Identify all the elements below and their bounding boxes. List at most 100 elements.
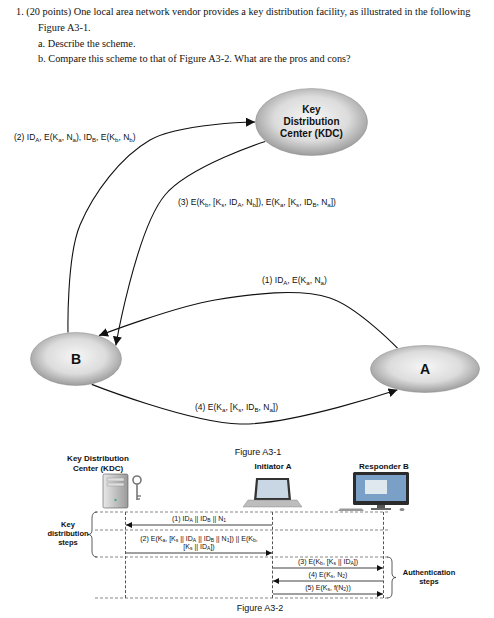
message-label: (1) IDA, E(Ka, Na) [262,275,327,285]
label-part: s [221,201,224,208]
label-part: K [315,558,320,565]
label-part: ID [229,197,238,207]
label-part: E [191,197,197,207]
label-part: ID [84,132,93,142]
party-ellipse: B [30,332,122,386]
label-part: 4 [311,571,315,578]
server-icon [103,474,128,508]
step-separator [95,512,390,513]
label-part: , [316,197,321,207]
label-part: a [306,279,309,286]
message-arrow [92,384,398,424]
ellipse-fill [31,333,122,386]
message-label: (5) E(Ks, f(N2)) [274,584,382,593]
label-part: K [185,543,190,550]
label-part: b [252,201,255,208]
bracket-label: Authentication steps [396,568,462,586]
label-part: || [192,543,200,550]
label-part: ( [246,535,248,542]
laptop-icon [243,500,302,507]
label-part: s [176,537,179,543]
label-part: B [312,201,316,208]
label-part: , [333,571,337,578]
label-part: N [66,132,72,142]
label-part: N [222,535,227,542]
label-part: 3 [181,197,186,207]
label-part: , [287,275,292,285]
message-label: (4) E(Ka, [Ks, IDB, Na]) [195,402,278,412]
ellipse-fill [371,346,480,393]
label-part: N [337,571,342,578]
label-part: K [274,197,280,207]
participant-lifeline: Initiator A [272,512,273,598]
label-part: ) [133,132,136,142]
label-part: , [39,132,44,142]
label-part: ( [313,558,315,565]
label-part: B [92,136,96,143]
key-icon [137,495,141,496]
label-part: ]) [273,402,278,412]
label-part: s [238,406,241,413]
message-arrow [116,142,265,346]
label-part: ]) || [229,535,241,542]
label-part: E [151,535,156,542]
step-bracket [88,512,97,557]
label-part: ID [246,402,255,412]
label-part: b [205,201,208,208]
label-part: E [308,558,313,565]
desktop-icon [371,508,391,510]
label-part: K [216,402,222,412]
label-part: ( [324,571,326,578]
label-part: 2 [17,132,22,142]
label-part: ( [309,571,311,578]
label-part: ID [343,558,350,565]
question-item: b. Compare this scheme to that of Figure… [38,51,478,67]
figure-caption: Figure A3-2 [200,603,320,614]
label-part: )) [346,584,351,591]
party-ellipse: A [370,345,480,393]
bracket-label: Key distribution steps [44,520,92,547]
label-part: ) [270,275,275,285]
label-part: ID [204,535,211,542]
label-part: 4 [198,402,203,412]
label-part: A [193,537,196,543]
step-bracket [387,557,396,598]
label-part: N [218,515,223,522]
message-arrow [273,594,383,595]
label-part: ID [304,197,313,207]
message-label: (2) E(Ka, [Ks || IDA || IDB || N1]) || E… [137,535,261,552]
label-part: , [ [225,402,232,412]
label-part: K [248,535,253,542]
label-part: ( [178,197,181,207]
label-part: || [336,558,344,565]
label-part: ( [140,535,142,542]
label-part: , [ [165,535,171,542]
label-part: ) [146,535,150,542]
label-part: , [ [323,558,329,565]
label-part: ) [178,515,182,522]
label-part: , [241,402,246,412]
label-part: f [334,584,336,591]
label-part: E [292,275,298,285]
label-part: B [207,517,210,523]
label-part: a [269,406,272,413]
message-label: (3) E(Kb, [Ks || IDA]) [274,558,382,567]
label-part: s [190,545,193,551]
label-part: a [327,201,330,208]
label-part: 5 [308,584,312,591]
label-part: K [109,132,115,142]
question-text: 1. (20 points) One local area network ve… [16,4,478,35]
participant-name: Initiator A [233,462,313,472]
label-part: A [35,136,39,143]
participant-name: Key Distribution Center (KDC) [58,454,138,473]
label-part: E [316,584,321,591]
label-part: 1 [174,515,178,522]
label-part: N [338,584,343,591]
participant-lifeline: Responder B [383,512,384,598]
label-part: ( [50,132,53,142]
label-part: ( [213,402,216,412]
label-part: ( [320,584,322,591]
server-icon [107,483,124,486]
desktop-icon [338,472,409,511]
message-label: (4) E(Ks, N2) [274,571,382,580]
